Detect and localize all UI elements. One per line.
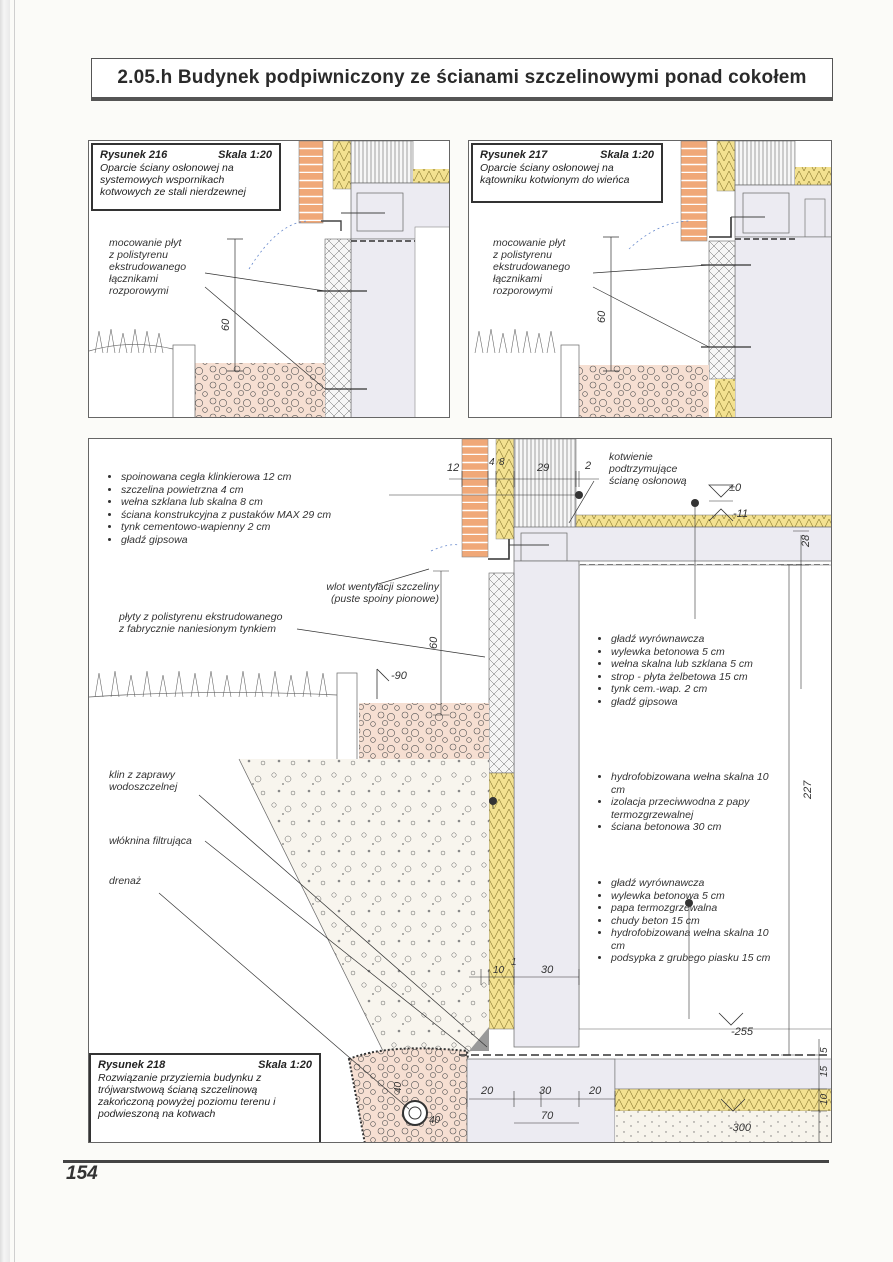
- list-item: gładź gipsowa: [611, 696, 791, 709]
- dim-60: 60: [428, 636, 440, 649]
- list-item: szczelina powietrzna 4 cm: [121, 484, 381, 497]
- wedge-note: klin z zaprawy wodoszczelnej: [109, 769, 178, 793]
- fig218-caption: Rysunek 218 Skala 1:20 Rozwiązanie przyz…: [89, 1053, 321, 1142]
- list-item: tynk cementowo-wapienny 2 cm: [121, 521, 381, 534]
- figure-218-drawing: 12 4 8 29 2 ±0 -11 28 60 -90 227 10 1 30…: [89, 439, 831, 1142]
- fig217-scale: Skala 1:20: [600, 149, 654, 161]
- list-item: hydrofobizowana wełna skalna 10 cm: [611, 927, 781, 952]
- dim-40b: 40: [429, 1115, 441, 1126]
- dim-29: 29: [536, 462, 549, 474]
- list-item: wylewka betonowa 5 cm: [611, 646, 791, 659]
- dim-28: 28: [800, 534, 812, 548]
- list-item: papa termozgrzewalna: [611, 902, 781, 915]
- footer-rule: [63, 1160, 829, 1163]
- dim-15: 15: [819, 1065, 830, 1077]
- list-item: tynk cem.-wap. 2 cm: [611, 683, 791, 696]
- list-item: wełna szklana lub skalna 8 cm: [121, 496, 381, 509]
- list-item: izolacja przeciwwodna z papy termozgrzew…: [611, 796, 781, 821]
- dim-30: 30: [541, 964, 554, 976]
- list-item: gładź wyrównawcza: [611, 633, 791, 646]
- list-item: spoinowana cegła klinkierowa 12 cm: [121, 471, 381, 484]
- dim-10b: 10: [819, 1093, 830, 1105]
- dim-30b: 30: [539, 1085, 552, 1097]
- page-edge-line: [14, 0, 15, 1262]
- floor-layers-list: gładź wyrównawcza wylewka betonowa 5 cm …: [599, 633, 791, 708]
- list-item: strop - płyta żelbetowa 15 cm: [611, 671, 791, 684]
- dim-10: 10: [493, 965, 505, 976]
- figure-216-panel: 60 Rysunek 216 Skala 1:20 Oparcie ściany…: [88, 140, 450, 418]
- fig216-dim-60: 60: [220, 318, 232, 331]
- list-item: wełna skalna lub szklana 5 cm: [611, 658, 791, 671]
- dim-227: 227: [802, 780, 814, 800]
- fig218-description: Rozwiązanie przyziemia budynku z trójwar…: [98, 1072, 276, 1120]
- fig216-caption: Rysunek 216 Skala 1:20 Oparcie ściany os…: [91, 143, 281, 211]
- fig218-scale: Skala 1:20: [258, 1059, 312, 1071]
- wall-layers-list: spoinowana cegła klinkierowa 12 cm szcze…: [109, 471, 381, 546]
- vent-note: wlot wentylacji szczeliny (puste spoiny …: [326, 581, 439, 605]
- section-header: 2.05.h Budynek podpiwniczony ze ścianami…: [91, 58, 833, 98]
- dim-40a: 40: [393, 1081, 404, 1093]
- header-rule: [91, 98, 833, 101]
- list-item: podsypka z grubego piasku 15 cm: [611, 952, 781, 965]
- fig217-dim-60: 60: [596, 310, 608, 323]
- list-item: wylewka betonowa 5 cm: [611, 890, 781, 903]
- fig216-description: Oparcie ściany osłonowej na systemowych …: [100, 162, 246, 198]
- fig216-scale: Skala 1:20: [218, 149, 272, 161]
- dim-12: 12: [447, 462, 459, 474]
- level-minus-11: -11: [733, 508, 748, 520]
- level-minus-300: -300: [729, 1122, 752, 1134]
- dim-2: 2: [584, 460, 591, 472]
- dim-8: 8: [499, 457, 505, 468]
- dim-5: 5: [819, 1047, 830, 1053]
- list-item: gładź gipsowa: [121, 534, 381, 547]
- drain-note: drenaż: [109, 875, 142, 887]
- list-item: gładź wyrównawcza: [611, 877, 781, 890]
- anchor-note: kotwienie podtrzymujące ścianę osłonową: [609, 451, 687, 487]
- page-edge-shadow: [0, 0, 10, 1262]
- page-number: 154: [66, 1163, 98, 1184]
- level-minus-90: -90: [391, 670, 408, 682]
- fig217-description: Oparcie ściany osłonowej na kątowniku ko…: [480, 162, 630, 186]
- dim-20a: 20: [480, 1085, 494, 1097]
- filter-note: włóknina filtrująca: [109, 835, 192, 847]
- figure-216-drawing: 60: [89, 141, 449, 417]
- xps-note: płyty z polistyrenu ekstrudowanego z fab…: [119, 611, 283, 635]
- dim-4: 4: [489, 457, 495, 468]
- list-item: ściana betonowa 30 cm: [611, 821, 781, 834]
- basement-floor-layers-list: gładź wyrównawcza wylewka betonowa 5 cm …: [599, 877, 781, 965]
- fig217-mounting-note: mocowanie płyt z polistyrenu ekstrudowan…: [493, 237, 571, 297]
- figure-217-drawing: 60: [474, 141, 831, 417]
- dim-1: 1: [511, 957, 517, 968]
- fig217-caption: Rysunek 217 Skala 1:20 Oparcie ściany os…: [471, 143, 663, 203]
- figure-218-panel: 12 4 8 29 2 ±0 -11 28 60 -90 227 10 1 30…: [88, 438, 832, 1143]
- fig216-mounting-note: mocowanie płyt z polistyrenu ekstrudowan…: [109, 237, 187, 297]
- dim-70: 70: [541, 1110, 554, 1122]
- list-item: hydrofobizowana wełna skalna 10 cm: [611, 771, 781, 796]
- level-zero: ±0: [729, 482, 742, 494]
- list-item: ściana konstrukcyjna z pustaków MAX 29 c…: [121, 509, 381, 522]
- basement-wall-layers-list: hydrofobizowana wełna skalna 10 cm izola…: [599, 771, 781, 834]
- dim-20b: 20: [588, 1085, 602, 1097]
- figure-217-panel: 60 Rysunek 217 Skala 1:20 Oparcie ściany…: [468, 140, 832, 418]
- fig216-label: Rysunek 216: [100, 149, 168, 161]
- level-minus-255: -255: [731, 1026, 754, 1038]
- fig217-label: Rysunek 217: [480, 149, 548, 161]
- list-item: chudy beton 15 cm: [611, 915, 781, 928]
- fig218-label: Rysunek 218: [98, 1059, 166, 1071]
- page-title: 2.05.h Budynek podpiwniczony ze ścianami…: [117, 67, 807, 88]
